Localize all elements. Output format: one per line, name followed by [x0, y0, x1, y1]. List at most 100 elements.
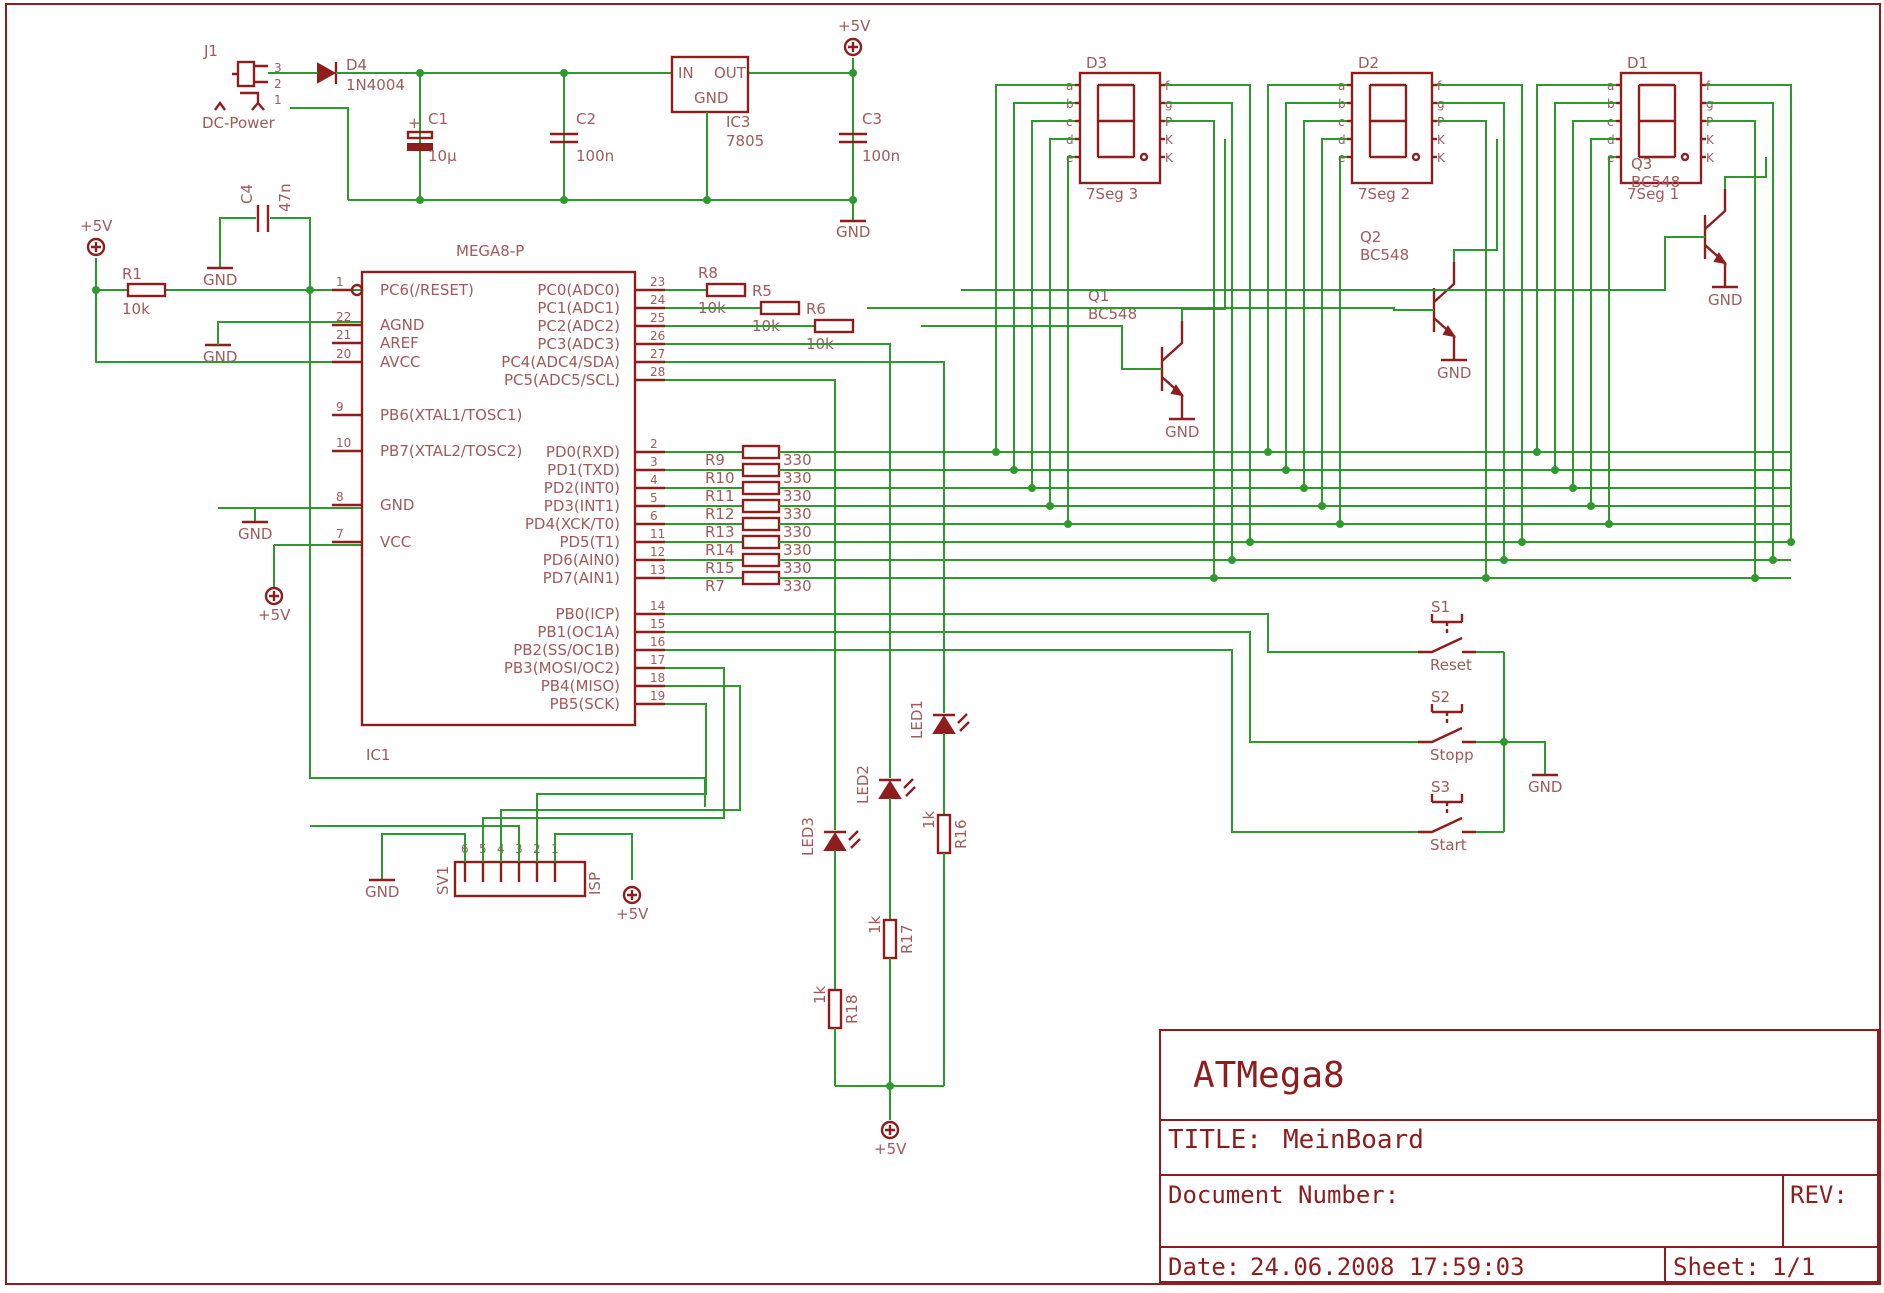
pin-name: PC6(/RESET): [380, 281, 474, 299]
pin-number: 21: [336, 328, 351, 342]
display-pin: K: [1165, 151, 1174, 165]
pin-number: 4: [650, 473, 658, 487]
resistor-name: R17: [898, 924, 916, 954]
pin-number: 12: [650, 545, 665, 559]
display-pin: K: [1437, 133, 1446, 147]
capacitor-c3: C3 100n: [839, 110, 900, 165]
vcc-symbol-left: +5V: [80, 217, 113, 257]
pin-number: 15: [650, 617, 665, 631]
pin-number: 25: [650, 311, 665, 325]
capacitor-c1: + C1 10µ: [406, 73, 457, 200]
d4-label: D4: [346, 56, 367, 74]
svg-text:R1: R1: [122, 265, 142, 283]
svg-text:+: +: [408, 114, 421, 132]
pin-name: PC0(ADC0): [537, 281, 620, 299]
capacitor-c2: C2 100n: [550, 110, 614, 165]
gnd-label: GND: [1708, 291, 1742, 309]
resistor-name: R14: [705, 541, 735, 559]
capacitor-c4: C4 47n: [238, 183, 294, 232]
d4-value: 1N4004: [346, 76, 405, 94]
pin-number: 26: [650, 329, 665, 343]
resistor-value: 330: [783, 559, 812, 577]
resistor-name: R10: [705, 469, 735, 487]
svg-text:OUT: OUT: [714, 64, 747, 82]
pin-name: PD6(AIN0): [543, 551, 620, 569]
j1-value: DC-Power: [202, 114, 276, 132]
resistor-value: 330: [783, 451, 812, 469]
c3-value: 100n: [862, 147, 900, 165]
pin-number: 18: [650, 671, 665, 685]
c2-label: C2: [576, 110, 596, 128]
regulator-ic3: IN OUT GND IC3 7805: [670, 55, 764, 150]
isp-label: ISP: [586, 872, 604, 895]
pin-number: 28: [650, 365, 665, 379]
led-name: LED2: [854, 765, 872, 804]
resistor-name: R5: [752, 282, 772, 300]
resistor-value: 330: [783, 505, 812, 523]
pin-number: 10: [336, 436, 351, 450]
document-number-label: Document Number:: [1168, 1181, 1399, 1209]
resistor-value: 1k: [866, 915, 884, 934]
svg-text:2: 2: [274, 77, 282, 91]
ic3-label: IC3: [726, 113, 750, 131]
vcc-symbol-top: +5V: [838, 17, 871, 57]
ic1-pin-25: 25 PC2(ADC2): [537, 311, 665, 335]
resistor-value: 330: [783, 523, 812, 541]
display-value: 7Seg 3: [1086, 185, 1138, 203]
pin-name: PD5(T1): [559, 533, 620, 551]
display-pin: K: [1165, 133, 1174, 147]
resistor-name: R18: [843, 994, 861, 1024]
pin-name: AVCC: [380, 353, 421, 371]
transistor-value: BC548: [1360, 246, 1409, 264]
c1-label: C1: [428, 110, 448, 128]
resistor-name: R12: [705, 505, 735, 523]
resistor-name: R8: [698, 264, 718, 282]
svg-text:IN: IN: [678, 64, 694, 82]
pin-name: PB3(MOSI/OC2): [504, 659, 620, 677]
resistor-name: R16: [952, 819, 970, 849]
display-value: 7Seg 2: [1358, 185, 1410, 203]
svg-text:C4: C4: [238, 184, 256, 204]
ic1-pin-11: 11 PD5(T1): [559, 527, 665, 551]
vcc-symbol-mid: +5V: [258, 586, 291, 624]
svg-text:3: 3: [274, 61, 282, 75]
pin-number: 17: [650, 653, 665, 667]
pin-number: 9: [336, 400, 344, 414]
revision-label: REV:: [1790, 1181, 1848, 1209]
pin-name: PC2(ADC2): [537, 317, 620, 335]
gnd-label: GND: [1437, 364, 1471, 382]
transistor-value: BC548: [1631, 173, 1680, 191]
pin-number: 1: [336, 275, 344, 289]
pin-number: 20: [336, 347, 351, 361]
ic1-name: IC1: [366, 746, 390, 764]
pin-number: 6: [650, 509, 658, 523]
pin-name: PB1(OC1A): [537, 623, 620, 641]
transistor-name: Q3: [1631, 155, 1652, 173]
pin-number: 11: [650, 527, 665, 541]
sheet-frame: [5, 3, 1881, 1285]
resistor-name: R11: [705, 487, 735, 505]
resistor-value: 1k: [920, 810, 938, 829]
